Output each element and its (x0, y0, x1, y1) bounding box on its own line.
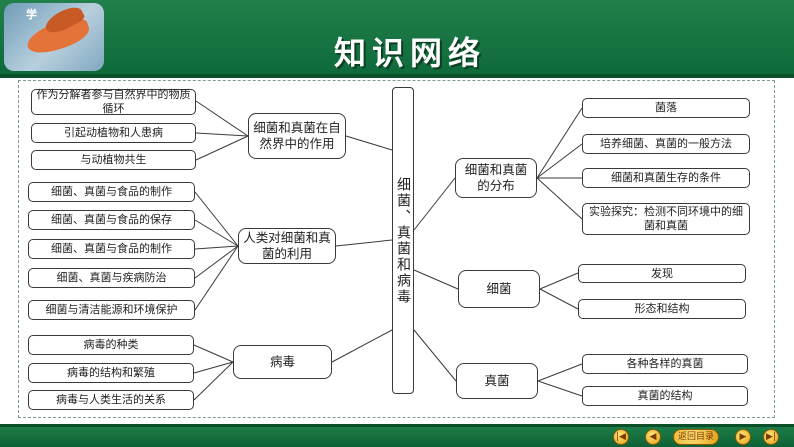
right-item: 发现 (578, 264, 746, 283)
right-item: 菌落 (582, 98, 750, 118)
content-frame (18, 80, 775, 418)
left-topic-nature: 细菌和真菌在自然界中的作用 (248, 113, 346, 159)
footer-divider (0, 424, 794, 427)
left-item: 细菌、真菌与食品的制作 (28, 182, 195, 202)
next-page-button[interactable]: ▶ (735, 429, 751, 445)
logo-text: 学 (26, 8, 37, 21)
right-topic-fungi: 真菌 (456, 363, 538, 399)
left-topic-virus: 病毒 (233, 345, 332, 379)
last-page-button[interactable]: ▶| (763, 429, 779, 445)
right-item: 真菌的结构 (582, 386, 748, 406)
left-item: 细菌、真菌与食品的保存 (28, 210, 195, 230)
right-topic-bacteria: 细菌 (458, 270, 540, 308)
left-topic-utilization: 人类对细菌和真菌的利用 (238, 228, 336, 264)
right-item: 各种各样的真菌 (582, 354, 748, 374)
footer-bar (0, 427, 794, 447)
left-item: 病毒的种类 (28, 335, 194, 355)
center-topic: 细菌、真菌和病毒 (392, 87, 414, 394)
header-divider (0, 74, 794, 78)
header-bar (0, 0, 794, 74)
left-item: 与动植物共生 (31, 150, 196, 170)
logo: 学 (4, 3, 104, 71)
page-title: 知识网络 (333, 34, 486, 72)
left-item: 细菌、真菌与疾病防治 (28, 268, 195, 288)
right-item: 培养细菌、真菌的一般方法 (582, 134, 750, 154)
left-item: 细菌、真菌与食品的制作 (28, 239, 195, 259)
left-item: 病毒与人类生活的关系 (28, 390, 194, 410)
right-item: 实验探究：检测不同环境中的细菌和真菌 (582, 203, 750, 235)
next-page-icon: ▶ (739, 432, 747, 442)
left-item: 作为分解者参与自然界中的物质循环 (31, 88, 196, 115)
prev-page-button[interactable]: ◀ (645, 429, 661, 445)
prev-page-icon: ◀ (649, 432, 657, 442)
right-item: 形态和结构 (578, 299, 746, 319)
first-page-icon: |◀ (616, 432, 626, 442)
left-item: 病毒的结构和繁殖 (28, 363, 194, 383)
right-item: 细菌和真菌生存的条件 (582, 168, 750, 188)
back-to-contents-button[interactable]: 返回目录 (673, 429, 719, 445)
right-topic-distribution: 细菌和真菌的分布 (455, 158, 537, 198)
left-item: 细菌与清洁能源和环境保护 (28, 300, 195, 320)
center-topic-label: 细菌、真菌和病毒 (395, 176, 411, 305)
first-page-button[interactable]: |◀ (613, 429, 629, 445)
left-item: 引起动植物和人患病 (31, 123, 196, 143)
last-page-icon: ▶| (766, 432, 776, 442)
